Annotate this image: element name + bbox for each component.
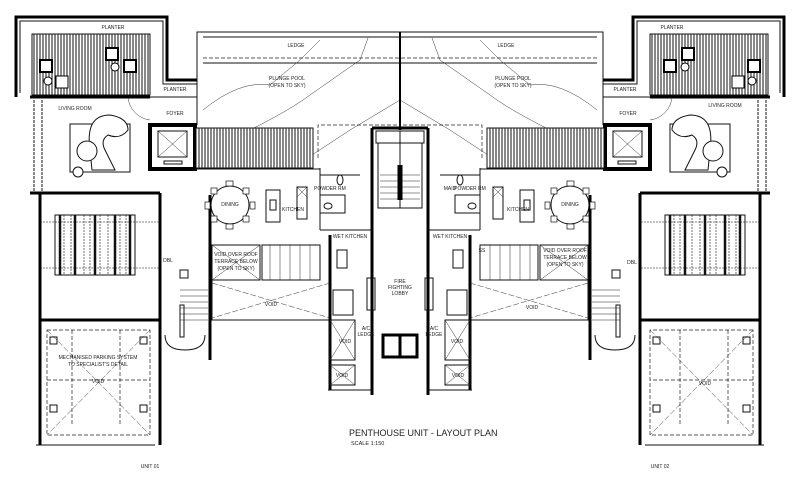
dining-label: DINING bbox=[561, 202, 579, 208]
plan-title: PENTHOUSE UNIT - LAYOUT PLAN bbox=[349, 428, 498, 438]
ac-ledge-label: LEDGE bbox=[426, 332, 444, 338]
ledge-label: LEDGE bbox=[498, 43, 516, 49]
kitchen-label: KITCHEN bbox=[282, 207, 304, 213]
kitchen-label: KITCHEN bbox=[507, 207, 529, 213]
planter-label: PLANTER bbox=[613, 87, 636, 93]
void-label: VOID bbox=[339, 339, 352, 345]
dining-label: DINING bbox=[221, 202, 239, 208]
plan-scale: SCALE 1:150 bbox=[351, 441, 384, 447]
planter-label: PLANTER bbox=[660, 25, 683, 31]
fire-lobby-label: FIGHTING bbox=[388, 285, 412, 291]
mech-parking-label: TO SPECIALIST'S DETAIL bbox=[68, 362, 128, 368]
void-label: VOID bbox=[699, 381, 712, 387]
ac-ledge-label: A/C bbox=[430, 326, 439, 332]
unit-01-label: UNIT 01 bbox=[141, 464, 160, 470]
void-label: VOID bbox=[336, 373, 349, 379]
foyer-label: FOYER bbox=[166, 111, 184, 117]
ss-label: SS bbox=[479, 248, 486, 254]
void-over-roof-label: TERRACE BELOW bbox=[543, 255, 587, 261]
foyer-label: FOYER bbox=[619, 111, 637, 117]
open-to-sky-label: (OPEN TO SKY) bbox=[268, 83, 305, 89]
void-label: VOID bbox=[526, 305, 539, 311]
planter-label: PLANTER bbox=[101, 25, 124, 31]
plunge-pool-label: PLUNGE POOL bbox=[495, 76, 531, 82]
void-label: VOID bbox=[92, 379, 105, 385]
plunge-pool-label: PLUNGE POOL bbox=[269, 76, 305, 82]
void-over-roof-label: TERRACE BELOW bbox=[214, 259, 258, 265]
planter-label: PLANTER bbox=[163, 87, 186, 93]
void-over-roof-label: VOID OVER ROOF bbox=[543, 248, 587, 254]
fire-lobby-label: LOBBY bbox=[392, 291, 409, 297]
open-to-sky-label: (OPEN TO SKY) bbox=[494, 83, 531, 89]
dbl-label: DBL bbox=[163, 258, 173, 264]
dbl-label: DBL bbox=[627, 260, 637, 266]
ac-ledge-label: LEDGE bbox=[358, 332, 376, 338]
unit-02-label: UNIT 02 bbox=[651, 464, 670, 470]
void-label: VOID bbox=[452, 373, 465, 379]
powder-room-label: POWDER RM bbox=[454, 186, 486, 192]
void-label: VOID bbox=[265, 302, 278, 308]
unit-01-plan bbox=[14, 15, 402, 447]
ac-ledge-label: A/C bbox=[362, 326, 371, 332]
void-over-roof-label: (OPEN TO SKY) bbox=[217, 266, 254, 272]
wet-kitchen-label: WET KITCHEN bbox=[433, 234, 468, 240]
mech-parking-label: MECHANISED PARKING SYSTEM bbox=[59, 355, 138, 361]
maid-label: MAID bbox=[444, 186, 457, 192]
void-over-roof-label: VOID OVER ROOF bbox=[214, 252, 258, 258]
living-room-label: LIVING ROOM bbox=[708, 103, 741, 109]
unit-02-plan bbox=[398, 15, 786, 447]
powder-room-label: POWDER RM bbox=[314, 186, 346, 192]
ledge-label: LEDGE bbox=[288, 43, 306, 49]
wet-kitchen-label: WET KITCHEN bbox=[333, 234, 368, 240]
void-label: VOID bbox=[451, 339, 464, 345]
void-over-roof-label: (OPEN TO SKY) bbox=[546, 262, 583, 268]
fire-lobby-label: FIRE bbox=[394, 279, 406, 285]
living-room-label: LIVING ROOM bbox=[58, 106, 91, 112]
